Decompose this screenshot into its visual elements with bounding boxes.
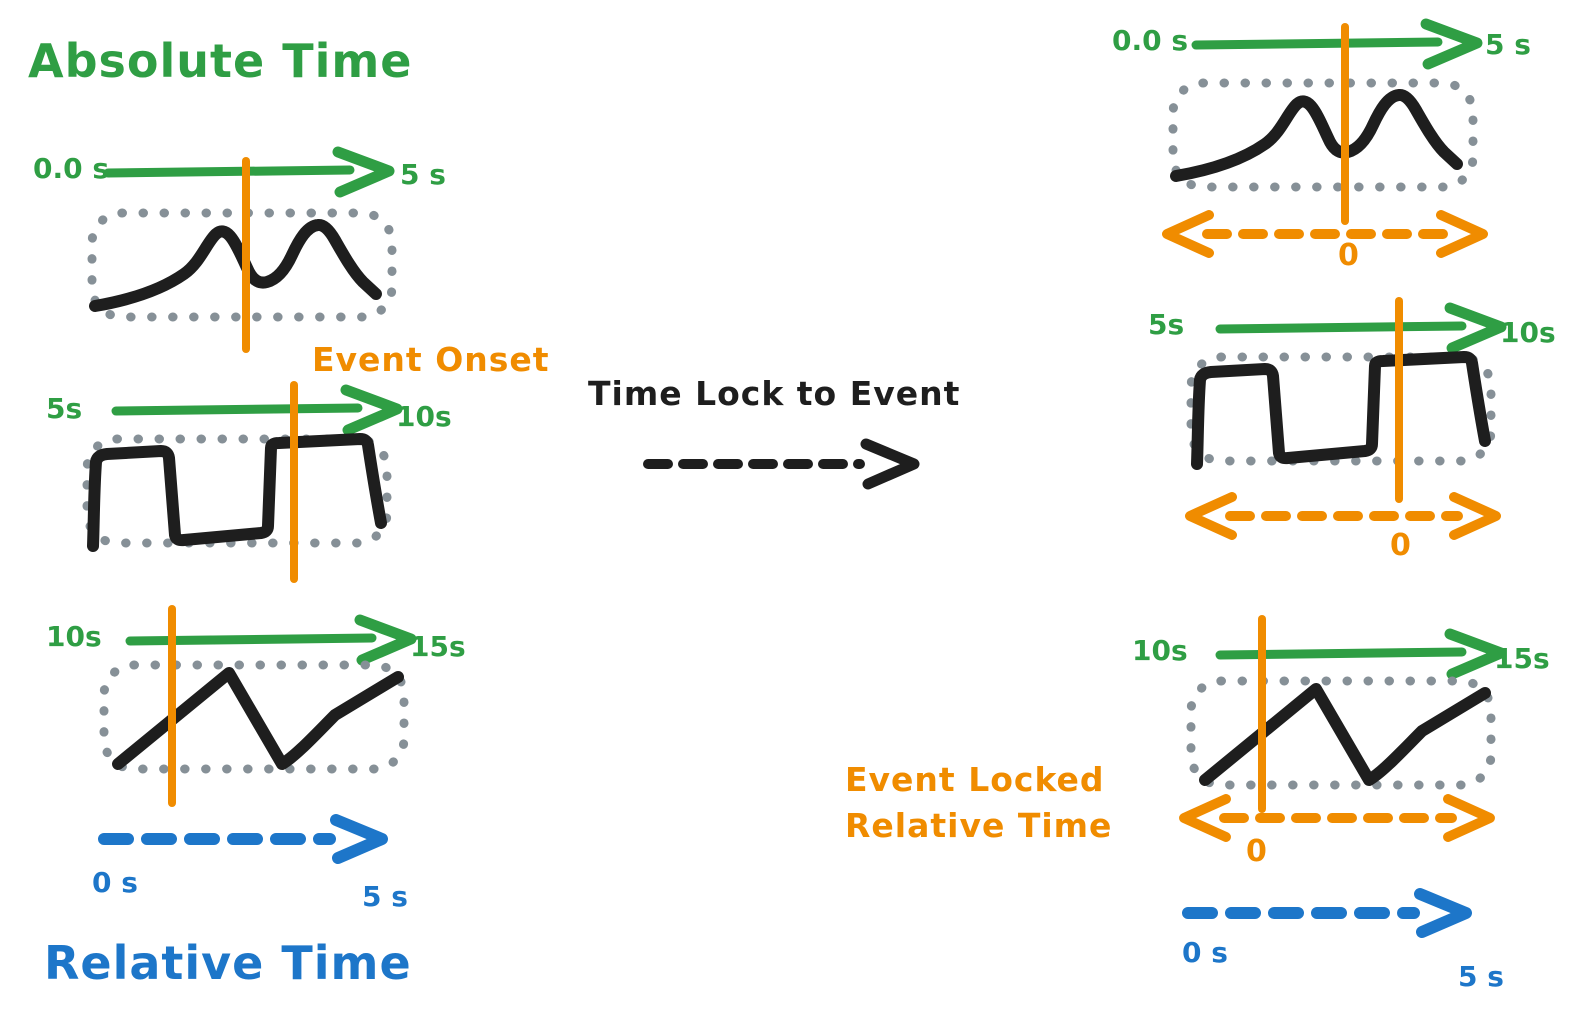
signal-panel — [82, 433, 392, 552]
signal-panel — [1186, 676, 1496, 790]
signal-panel — [1168, 78, 1478, 192]
event-onset-label: Event Onset — [312, 340, 550, 379]
arrow-head — [1420, 18, 1483, 70]
arrow-shaft — [111, 403, 363, 416]
signal-panel — [99, 660, 409, 774]
arrow-head — [1444, 628, 1507, 680]
arrow-head-left — [1185, 492, 1237, 540]
event-onset-line — [242, 157, 250, 353]
epoch1-end-label: 5 s — [400, 158, 446, 191]
waveform-two-peaks — [89, 218, 382, 312]
arrow-head — [332, 146, 395, 198]
time-axis-arrow — [1191, 18, 1483, 70]
event-locked-label-line1: Event Locked — [845, 760, 1105, 799]
relative-time-arrow — [98, 814, 388, 864]
event-onset-line — [168, 605, 176, 807]
epoch2-start-label: 5s — [1148, 308, 1185, 341]
relative-axis-start-label: 0 s — [92, 866, 138, 899]
zero-label: 0 — [1246, 834, 1267, 869]
event-relative-axis-arrow — [1162, 210, 1488, 258]
epoch2-end-label: 10s — [396, 400, 452, 433]
time-lock-arrow — [643, 438, 920, 490]
waveform-square-pulses — [1191, 351, 1491, 470]
epoch1-end-label: 5 s — [1485, 28, 1531, 61]
waveform-zigzag — [112, 667, 404, 770]
relative-axis-end-label: 5 s — [362, 880, 408, 913]
event-onset-line — [1258, 615, 1266, 813]
arrow-head — [330, 814, 388, 864]
arrow-shaft — [103, 165, 355, 178]
relative-time-title: Relative Time — [44, 936, 412, 990]
time-lock-label: Time Lock to Event — [588, 374, 961, 413]
arrow-shaft — [1191, 37, 1443, 50]
waveform-zigzag — [1199, 683, 1491, 786]
relative-time-arrow — [1182, 888, 1472, 938]
waveform-two-peaks — [1170, 88, 1463, 182]
epoch1-start-label: 0.0 s — [1112, 24, 1189, 57]
relative-axis-start-label: 0 s — [1182, 936, 1228, 969]
arrow-head — [1444, 302, 1507, 354]
event-onset-line — [1395, 297, 1403, 503]
event-relative-axis-arrow — [1179, 794, 1495, 842]
arrow-head-right — [1436, 210, 1488, 258]
time-axis-arrow — [111, 384, 403, 436]
epoch3-end-label: 15s — [410, 630, 466, 663]
event-onset-line — [290, 381, 298, 583]
event-onset-line — [1341, 23, 1349, 225]
arrow-head — [860, 438, 920, 490]
arrow-head-left — [1179, 794, 1231, 842]
arrow-shaft — [1215, 321, 1467, 334]
epoch2-start-label: 5s — [46, 392, 83, 425]
time-axis-arrow — [1215, 302, 1507, 354]
arrow-head-left — [1162, 210, 1214, 258]
arrow-head — [340, 384, 403, 436]
epoch3-start-label: 10s — [1132, 634, 1188, 667]
arrow-head — [354, 614, 417, 666]
waveform-square-pulses — [87, 433, 387, 552]
event-locked-label-line2: Relative Time — [845, 806, 1113, 845]
absolute-time-title: Absolute Time — [28, 34, 413, 88]
event-relative-axis-arrow — [1185, 492, 1501, 540]
arrow-head — [1414, 888, 1472, 938]
arrow-head-right — [1443, 794, 1495, 842]
signal-panel — [87, 208, 397, 322]
epoch2-end-label: 10s — [1500, 316, 1556, 349]
signal-panel — [1186, 351, 1496, 470]
zero-label: 0 — [1390, 528, 1411, 563]
epoch3-end-label: 15s — [1494, 642, 1550, 675]
time-axis-arrow — [103, 146, 395, 198]
epoch1-start-label: 0.0 s — [33, 152, 110, 185]
relative-axis-end-label: 5 s — [1458, 960, 1504, 993]
arrow-head-right — [1449, 492, 1501, 540]
zero-label: 0 — [1338, 238, 1359, 273]
epoch3-start-label: 10s — [46, 620, 102, 653]
